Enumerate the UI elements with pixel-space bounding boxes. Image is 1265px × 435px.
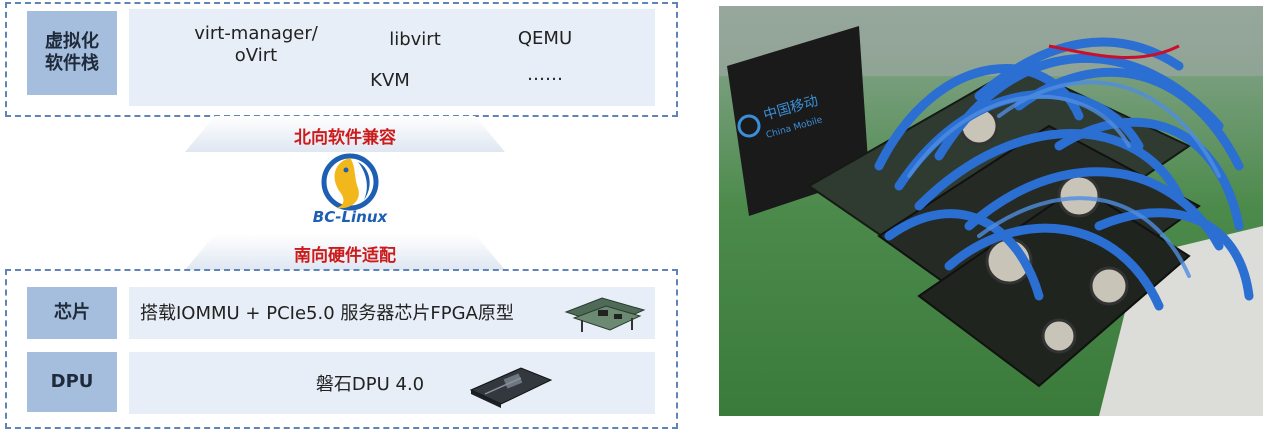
south-adapt-band: 南向硬件适配 [185,234,505,270]
photo-illustration: 中国移动 China Mobile [719,6,1263,416]
bc-linux-logo: BC-Linux [300,152,400,232]
software-stack-label: 虚拟化 软件栈 [27,11,117,95]
dpu-panel [129,352,655,414]
north-band-text: 北向软件兼容 [294,128,396,148]
south-band-text: 南向硬件适配 [294,246,396,266]
chip-label: 芯片 [27,287,117,339]
item-kvm: KVM [370,70,410,91]
item-qemu: QEMU [517,28,573,49]
south-band-shape [185,234,505,270]
item-virt-manager: virt-manager/ oVirt [194,23,318,66]
dpu-label: DPU [27,352,117,412]
hardware-photo: 中国移动 China Mobile [719,6,1263,416]
north-band-shape [185,116,505,152]
dpu-card-icon [469,367,553,408]
dpu-text: 磐石DPU 4.0 [315,374,425,395]
item-more: …… [527,64,563,85]
logo-text: BC-Linux [312,208,388,226]
chip-panel [129,287,655,339]
hardware-frame [5,269,678,429]
chip-text: 搭载IOMMU + PCIe5.0 服务器芯片FPGA原型 [140,303,514,324]
north-compat-band: 北向软件兼容 [185,116,505,152]
fpga-board-icon [564,297,646,332]
penguin-icon [321,153,379,211]
item-libvirt: libvirt [389,29,441,50]
software-stack-panel [129,9,655,106]
